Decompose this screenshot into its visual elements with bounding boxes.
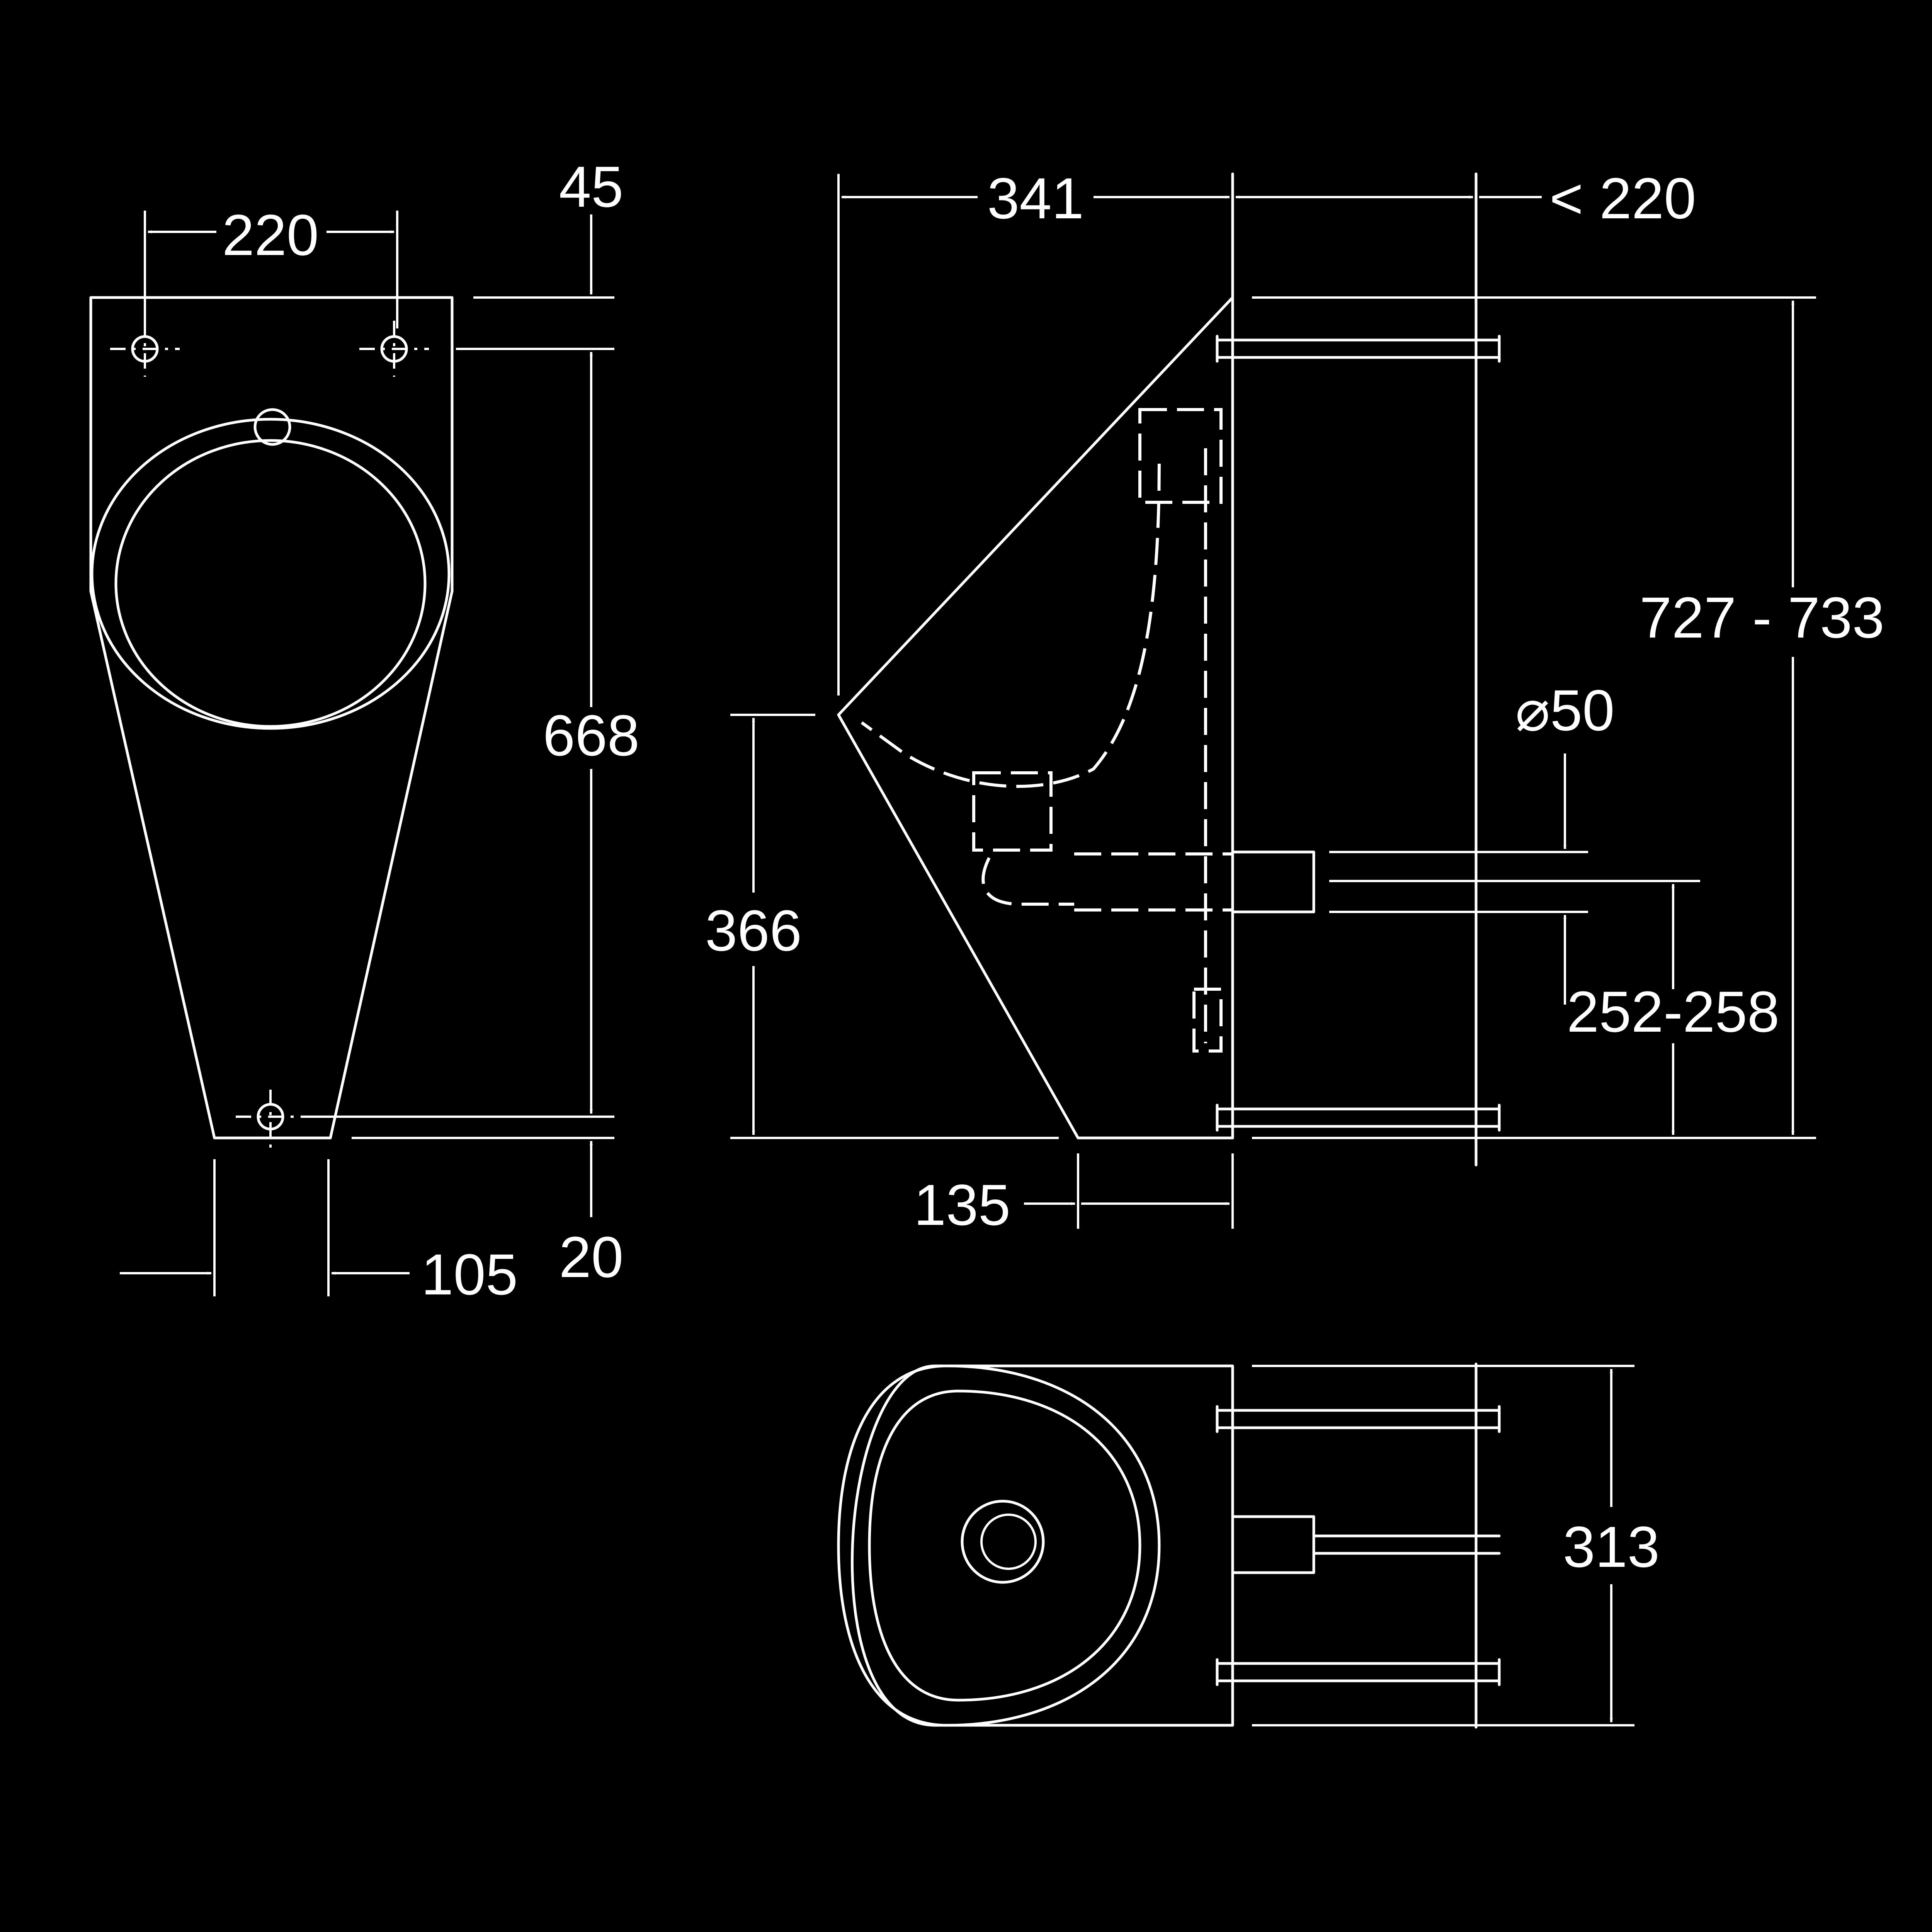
top-bolt-1 bbox=[1216, 1405, 1501, 1433]
trap-hidden bbox=[972, 771, 1074, 906]
dim-bottom-offset: 20 bbox=[559, 1225, 624, 1289]
bowl-top-inner bbox=[868, 1389, 1141, 1702]
bowl-outer-rim bbox=[90, 418, 451, 730]
dim-hole-height: 668 bbox=[543, 703, 639, 768]
sensor-module-hidden bbox=[1192, 988, 1223, 1053]
bowl-inner-rim bbox=[114, 439, 427, 728]
side-view: 341 < 220 727 - 733 ⌀50 252-258 366 135 bbox=[705, 166, 1884, 1237]
hole-centerlines bbox=[110, 321, 429, 1150]
dim-wall-clearance: < 220 bbox=[1549, 166, 1696, 231]
dim-top-offset: 45 bbox=[559, 154, 624, 219]
dim-projection-depth: 341 bbox=[987, 166, 1084, 231]
dim-total-height: 727 - 733 bbox=[1639, 585, 1884, 650]
dim-outlet-height: 252-258 bbox=[1567, 979, 1780, 1044]
bowl-hidden-contour bbox=[861, 463, 1161, 788]
dim-lip-height: 366 bbox=[705, 898, 802, 963]
drain-grate-inner bbox=[980, 1514, 1037, 1570]
urinal-side-outline bbox=[837, 296, 1234, 1139]
flush-valve-hidden bbox=[1138, 408, 1223, 504]
top-view: 313 bbox=[837, 1362, 1660, 1729]
mounting-bolt-top bbox=[1216, 335, 1501, 363]
drain-pipe-hidden bbox=[1074, 852, 1233, 912]
spray-nozzle bbox=[253, 408, 291, 446]
dim-base-depth: 135 bbox=[914, 1172, 1010, 1237]
dim-bottom-width: 105 bbox=[421, 1242, 518, 1307]
top-bolt-2 bbox=[1216, 1658, 1501, 1686]
dim-top-width: 313 bbox=[1563, 1514, 1660, 1579]
outlet-pipe-top bbox=[1231, 1515, 1501, 1574]
front-view: 220 45 668 20 105 bbox=[89, 154, 639, 1307]
dim-outlet-diameter: ⌀50 bbox=[1515, 678, 1614, 743]
dim-top-hole-spacing: 220 bbox=[222, 202, 319, 267]
bowl-top-outer bbox=[837, 1364, 1161, 1727]
mounting-bolt-bottom bbox=[1216, 1104, 1501, 1132]
drain-grate-icon bbox=[961, 1500, 1045, 1584]
urinal-front-outline bbox=[89, 296, 454, 1139]
drain-outlet-pipe bbox=[1231, 850, 1315, 913]
